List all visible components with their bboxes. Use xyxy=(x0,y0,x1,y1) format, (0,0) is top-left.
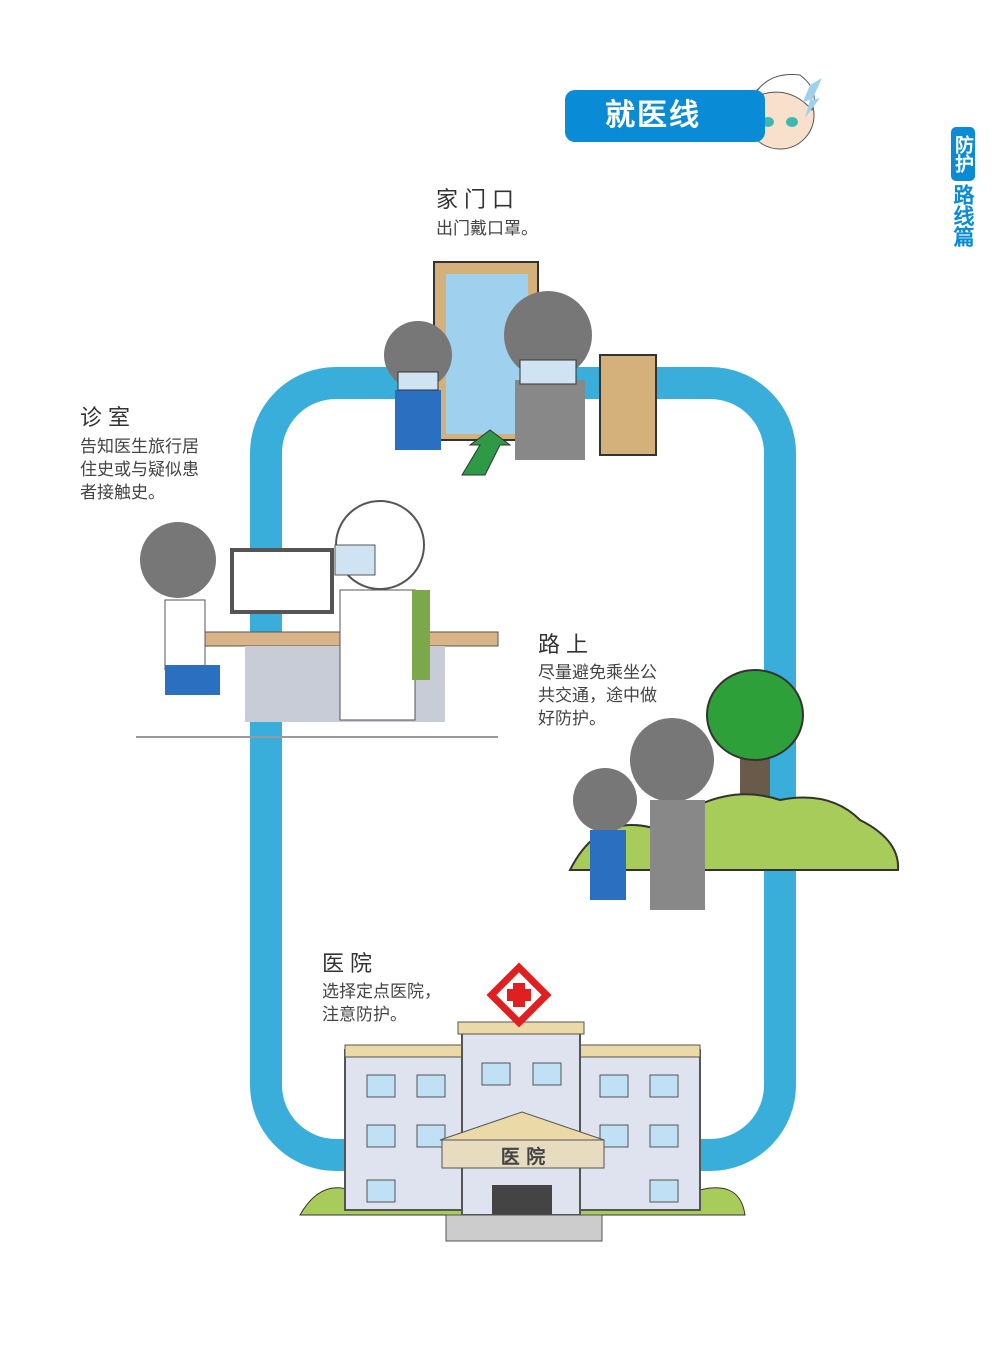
desc-line: 住史或与疑似患 xyxy=(80,460,199,480)
side-tab-label: 路线篇 xyxy=(951,184,975,247)
stop-desc-home: 出门戴口罩。 xyxy=(436,218,538,241)
stop-title-road: 路上 xyxy=(538,633,595,658)
section-title: 就医线 xyxy=(565,90,765,142)
side-tab-highlight: 防护 xyxy=(951,127,975,181)
desc-line: 者接触史。 xyxy=(80,483,165,503)
stop-title-hospital: 医院 xyxy=(322,952,379,977)
desc-line: 选择定点医院， xyxy=(322,982,441,1002)
desc-line: 出门戴口罩。 xyxy=(436,219,538,239)
desc-line: 告知医生旅行居 xyxy=(80,437,199,457)
stop-desc-clinic: 告知医生旅行居 住史或与疑似患 者接触史。 xyxy=(80,436,199,505)
desc-line: 尽量避免乘坐公 xyxy=(538,663,657,683)
desc-line: 好防护。 xyxy=(538,709,606,729)
home-door-illustration xyxy=(384,261,657,476)
stop-title-home: 家门口 xyxy=(436,188,521,213)
desc-line: 注意防护。 xyxy=(322,1005,407,1025)
stop-desc-hospital: 选择定点医院， 注意防护。 xyxy=(322,981,441,1027)
road-illustration xyxy=(568,669,900,910)
desc-line: 共交通，途中做 xyxy=(538,686,657,706)
hospital-illustration xyxy=(299,962,746,1242)
stop-desc-road: 尽量避免乘坐公 共交通，途中做 好防护。 xyxy=(538,662,657,731)
hospital-sign: 医 院 xyxy=(500,1146,546,1168)
stop-title-clinic: 诊室 xyxy=(80,406,137,431)
clinic-illustration xyxy=(136,500,499,738)
